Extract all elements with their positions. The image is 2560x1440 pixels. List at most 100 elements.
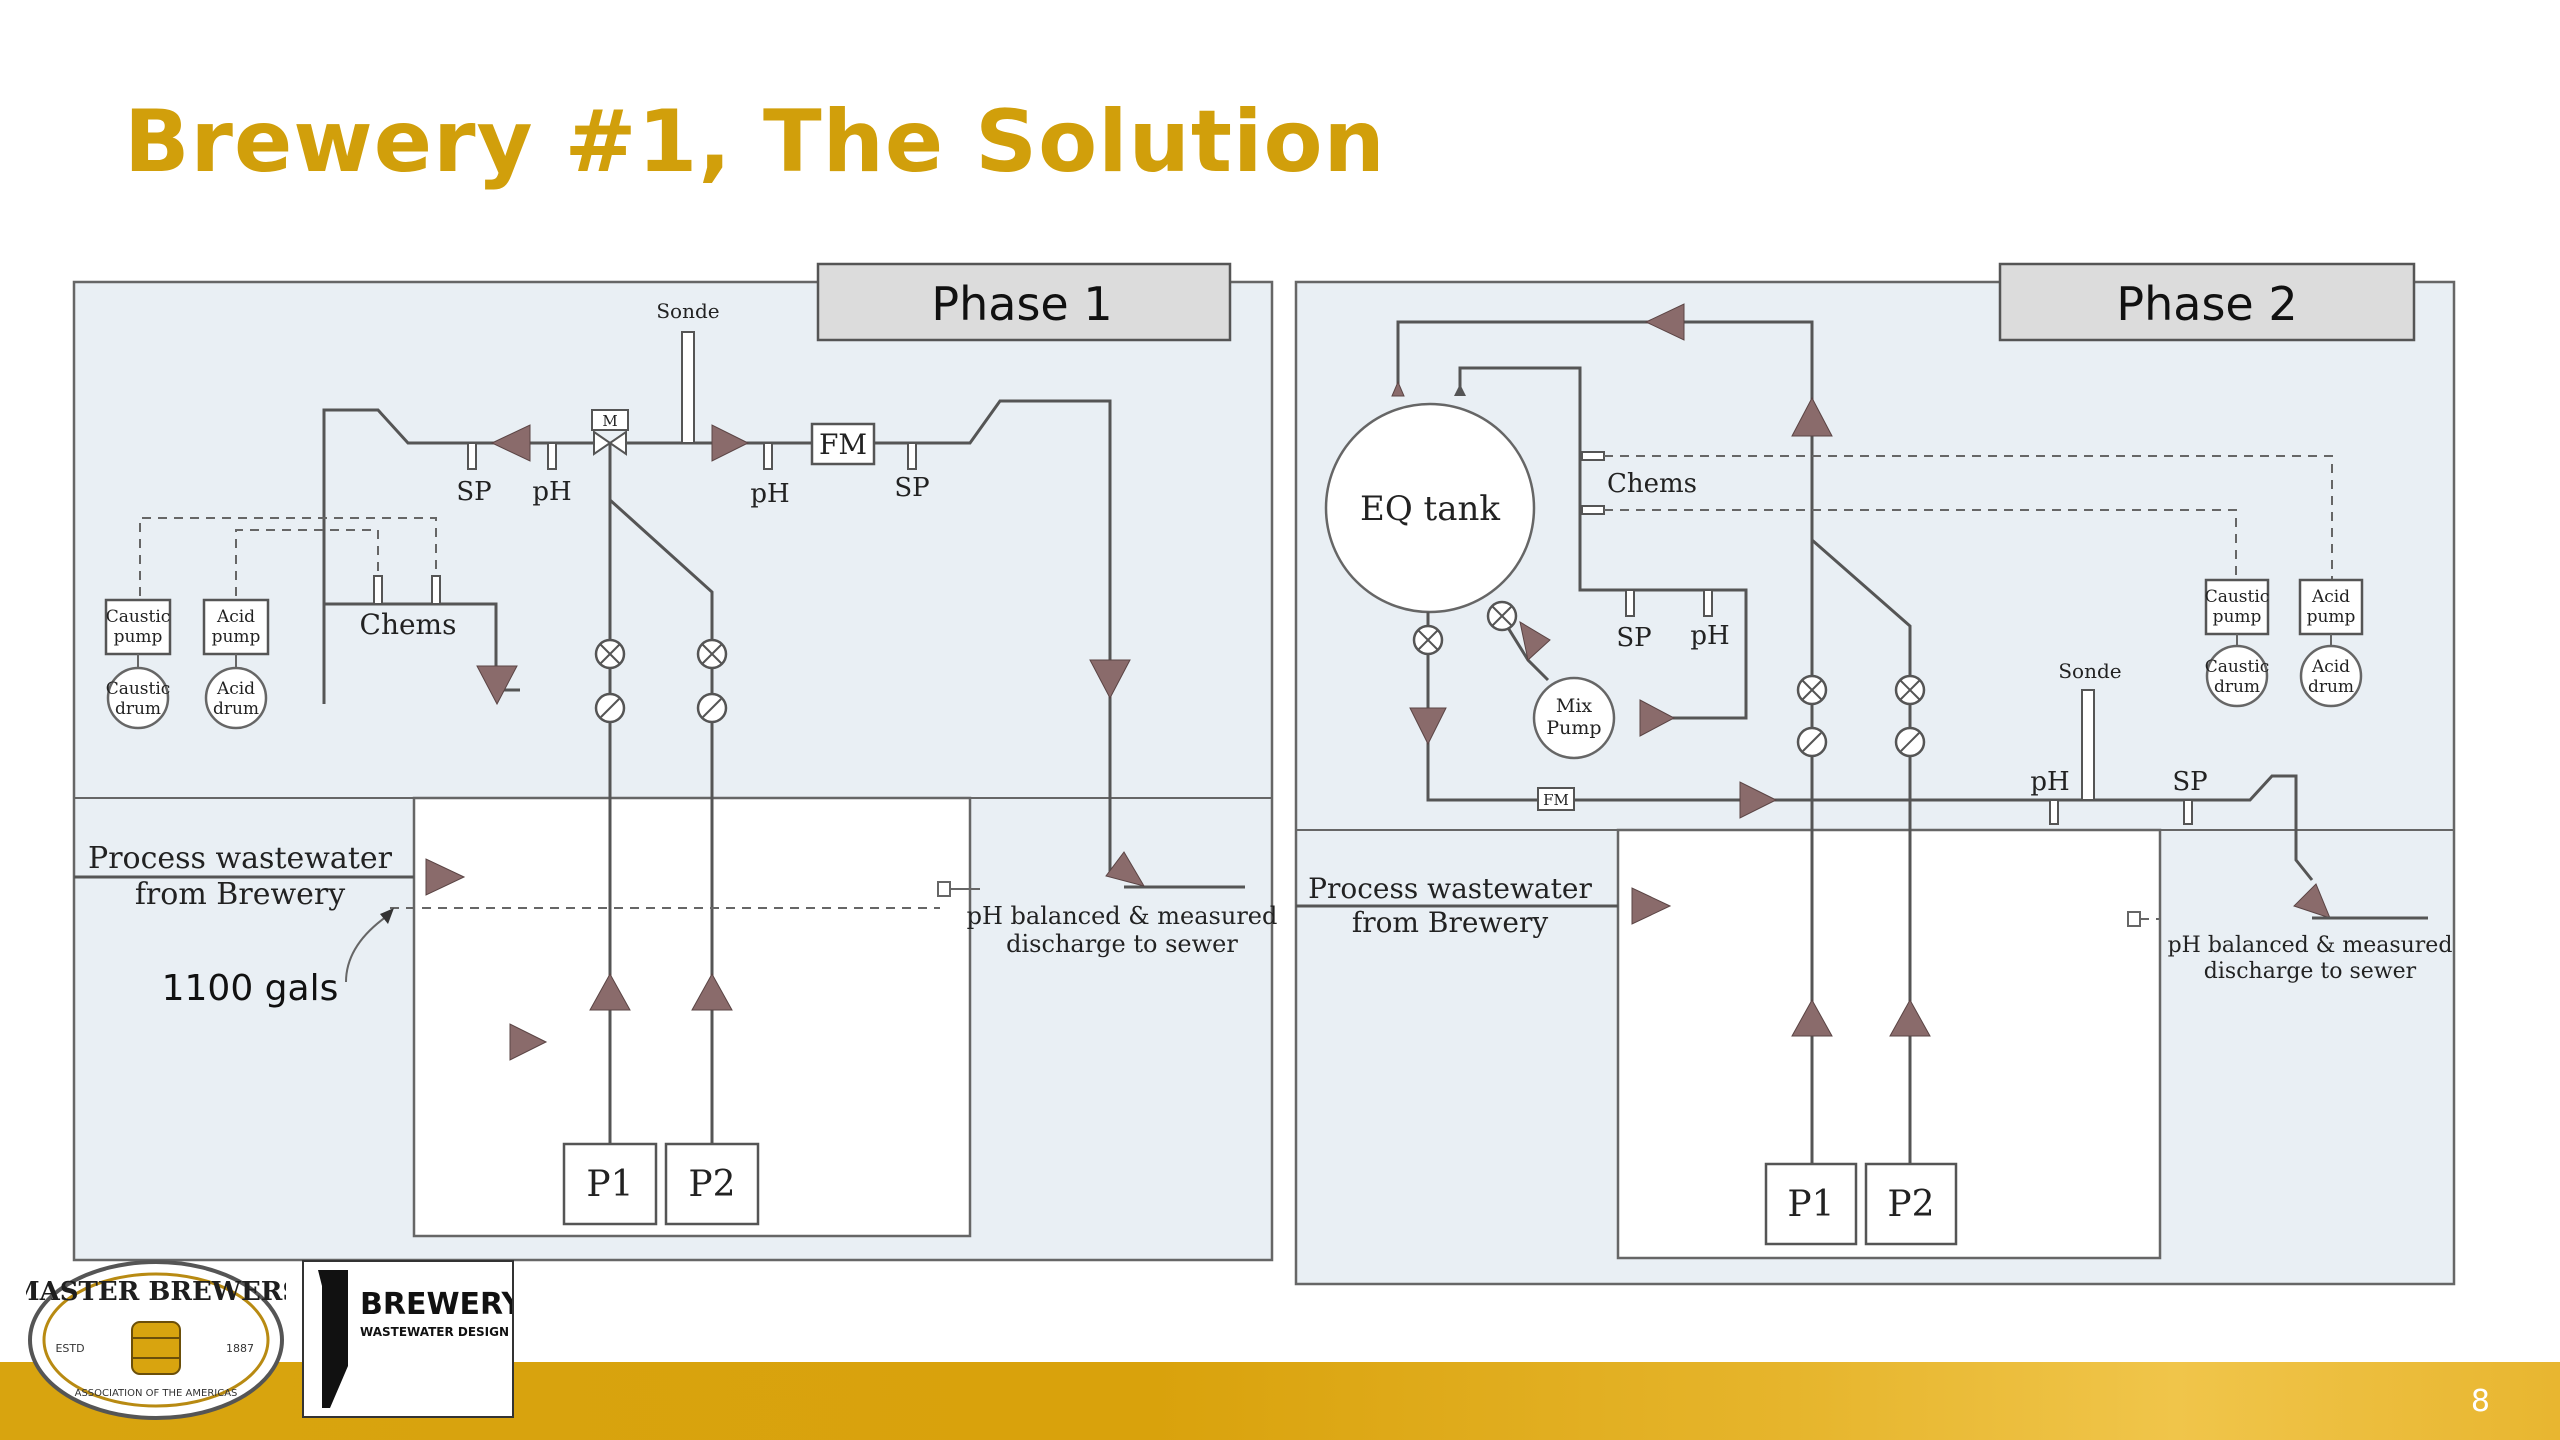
phase2-pump-p1 (1764, 1162, 1858, 1246)
phase1-flow-arrow-down-right (1089, 659, 1131, 700)
phase2-caustic-pump-line1: Caustic (2205, 587, 2270, 607)
phase1-caustic-pump-line1: Caustic (106, 607, 171, 627)
bwd-logo-title: BREWERY (360, 1287, 512, 1322)
mba-logo-bottom-text: ASSOCIATION OF THE AMERICAS (75, 1388, 238, 1399)
phase2-valve-slash-1 (1796, 726, 1828, 758)
phase1-acid-drum-line2: drum (213, 699, 259, 719)
phase1-p2-arrow (691, 972, 733, 1011)
phase2-p1-arrow (1791, 998, 1833, 1037)
phase1-p1-arrow (589, 972, 631, 1011)
phase2-p1-label: P1 (1787, 1184, 1834, 1225)
phase2-ph-label-1: pH (1690, 621, 1729, 651)
phase1-p1-label: P1 (586, 1164, 633, 1205)
phase1-valve-slash-1 (594, 692, 626, 724)
phase1-caustic-drum (106, 666, 170, 730)
phase2-caustic-drum (2205, 644, 2269, 708)
phase2-valve-slash-2 (1894, 726, 1926, 758)
phase1-caustic-pump-line2: pump (114, 627, 163, 647)
phase1-acid-drum-line1: Acid (216, 679, 255, 699)
phase2-acid-drum-line1: Acid (2311, 657, 2350, 677)
mba-logo-year: 1887 (226, 1342, 254, 1355)
phase1-process-line1: Process wastewater (88, 841, 393, 876)
phase2-eq-tank-label: EQ tank (1360, 489, 1500, 529)
barrel-icon (131, 1321, 181, 1375)
slide-title: Brewery #1, The Solution (124, 92, 1386, 192)
phase1-valve-slash-2 (696, 692, 728, 724)
phase2-acid-pump (2298, 578, 2364, 636)
brewery-wastewater-design-logo: BREWERY WASTEWATER DESIGN (302, 1260, 525, 1418)
phase1-sonde-label: Sonde (656, 299, 719, 323)
phase2-mix-inlet-arrow (1519, 620, 1551, 661)
phase2-sp-label-2: SP (2172, 767, 2207, 797)
phase1-header: Phase 1 (931, 277, 1112, 331)
page-number: 8 (2470, 1384, 2490, 1419)
phase1-ph-label-1: pH (532, 477, 571, 507)
phase1-sp-label-2: SP (894, 473, 929, 503)
phase1-caustic-drum-line1: Caustic (106, 679, 171, 699)
mba-logo-top-text: MASTER BREWERS (26, 1277, 286, 1307)
phase1-process-line2: from Brewery (135, 877, 345, 912)
phase1-flow-arrow-down-left (476, 665, 518, 706)
bottle-icon (318, 1270, 348, 1408)
phase1-three-way-valve (593, 430, 627, 456)
phase2-process-line2: from Brewery (1352, 906, 1549, 939)
phase2-acid-drum-line2: drum (2308, 677, 2354, 697)
phase2-ph-label-2: pH (2030, 767, 2069, 797)
phase2-discharge-arrow (2293, 883, 2331, 919)
phase1-valve-x-1 (594, 638, 626, 670)
master-brewers-logo: MASTER BREWERS ESTD 1887 ASSOCIATION OF … (26, 1260, 286, 1420)
phase1-p2-label: P2 (688, 1164, 735, 1205)
phase1-flow-meter (810, 422, 876, 466)
phase2-header-box (1998, 262, 2416, 342)
phase1-ph-label-2: pH (750, 479, 789, 509)
phase2-fm-label: FM (1543, 791, 1569, 809)
phase2-panel: Phase 2 EQ tank Chems SP pH Mix Pump (1294, 262, 2456, 1286)
phase2-acid-pump-line2: pump (2307, 607, 2356, 627)
phase1-m-label: M (602, 412, 617, 430)
phase2-outlet-arrow (1739, 781, 1778, 819)
phase2-valve-x-1 (1796, 674, 1828, 706)
phase1-pump-p1 (562, 1142, 658, 1226)
phase1-tank-inlet-arrow (509, 1023, 548, 1061)
phase2-mix-pump-line2: Pump (1546, 717, 1601, 739)
phase2-acid-pump-line1: Acid (2311, 587, 2350, 607)
phase2-sp-label-1: SP (1616, 623, 1651, 653)
phase2-eq-valve (1412, 624, 1444, 656)
phase2-valve-x-2 (1894, 674, 1926, 706)
phase1-acid-drum (204, 666, 268, 730)
bwd-logo-subtitle: WASTEWATER DESIGN (360, 1325, 509, 1339)
phase2-eq-tank (1324, 402, 1536, 614)
phase2-pump-p2 (1864, 1162, 1958, 1246)
phase1-process-arrow (425, 858, 466, 896)
phase2-p2-label: P2 (1887, 1184, 1934, 1225)
phase2-up-arrow (1791, 396, 1833, 437)
phase2-mix-pump-line1: Mix (1556, 695, 1593, 717)
phase2-header: Phase 2 (2116, 277, 2297, 331)
phase1-flow-arrow-left (490, 424, 531, 462)
phase1-flow-arrow-right (711, 424, 750, 462)
phase1-discharge-line2: discharge to sewer (1006, 930, 1238, 958)
phase2-p2-arrow (1889, 998, 1931, 1037)
phase1-discharge-line1: pH balanced & measured (967, 902, 1278, 930)
phase2-flow-meter (1537, 787, 1575, 811)
phase1-chems-label: Chems (360, 608, 457, 641)
phase2-mix-outlet-arrow (1639, 699, 1676, 737)
phase1-fm-label: FM (819, 428, 867, 461)
phase2-mix-pump (1532, 676, 1616, 760)
phase2-process-arrow (1631, 887, 1672, 925)
phase2-process-line1: Process wastewater (1308, 872, 1592, 905)
phase1-pump-p2 (664, 1142, 760, 1226)
phase2-mix-valve (1486, 600, 1518, 632)
phase2-discharge-line2: discharge to sewer (2204, 959, 2417, 984)
phase1-discharge-arrow (1105, 851, 1146, 887)
phase1-volume-pointer-head (380, 908, 394, 924)
phase2-eq-down-arrow (1409, 707, 1447, 746)
phase2-chems-label: Chems (1607, 469, 1697, 499)
phase1-caustic-drum-line2: drum (115, 699, 161, 719)
mba-logo-estd: ESTD (55, 1342, 84, 1355)
phase2-acid-drum (2299, 644, 2363, 708)
phase1-volume-label: 1100 gals (162, 968, 339, 1009)
phase1-volume-pointer (345, 913, 391, 983)
phase2-caustic-pump-line2: pump (2213, 607, 2262, 627)
